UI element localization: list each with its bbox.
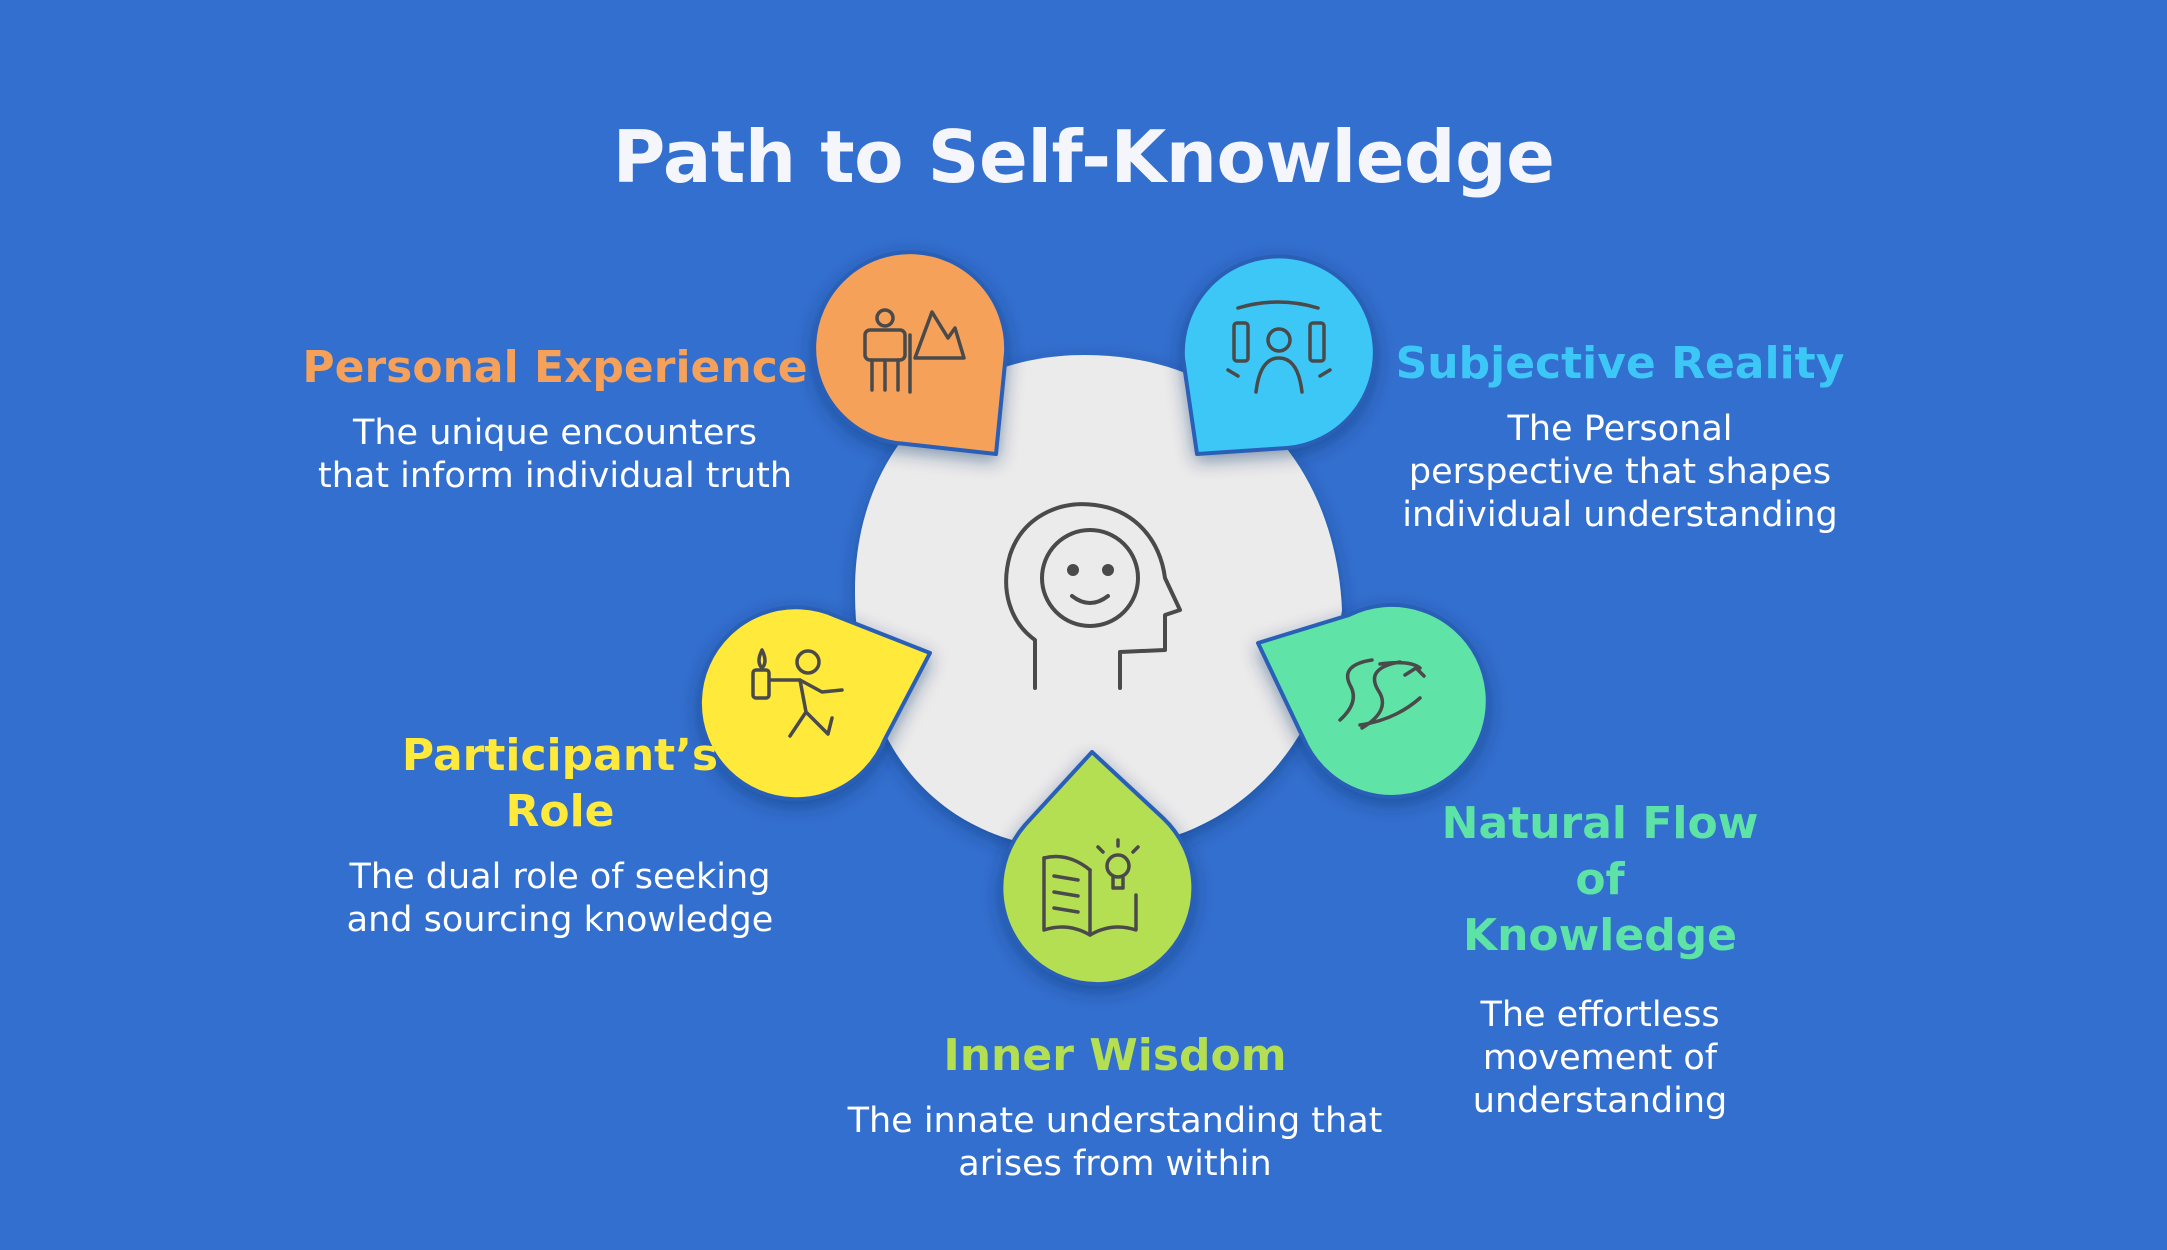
item-description: The dual role of seeking and sourcing kn… bbox=[300, 856, 820, 942]
item-description: The innate understanding that arises fro… bbox=[790, 1100, 1440, 1186]
desc-line: The Personal bbox=[1507, 409, 1733, 449]
item-label: Subjective Reality bbox=[1395, 338, 1845, 389]
desc-line: individual understanding bbox=[1402, 495, 1838, 535]
river-icon bbox=[1338, 658, 1426, 730]
page-title: Path to Self-Knowledge bbox=[612, 115, 1555, 199]
label-line: Role bbox=[505, 786, 615, 837]
label-line: Participant’s bbox=[401, 730, 719, 781]
label-line: Knowledge bbox=[1462, 910, 1738, 961]
desc-line: that inform individual truth bbox=[317, 456, 793, 496]
petal-natural-flow bbox=[1256, 603, 1490, 799]
petal-subjective-reality bbox=[1180, 254, 1377, 456]
person-vr-icon bbox=[1226, 300, 1332, 394]
head-smile-icon bbox=[1004, 502, 1182, 690]
item-description: The Personal perspective that shapes ind… bbox=[1370, 408, 1870, 537]
desc-line: The effortless bbox=[1480, 995, 1720, 1035]
hiker-mountain-icon bbox=[863, 308, 966, 394]
desc-line: The innate understanding that bbox=[847, 1101, 1383, 1141]
item-subjective-reality: Subjective Reality The Personal perspect… bbox=[1370, 336, 1870, 537]
item-label: Inner Wisdom bbox=[943, 1030, 1287, 1081]
desc-line: perspective that shapes bbox=[1408, 452, 1832, 492]
desc-line: movement of bbox=[1482, 1038, 1718, 1078]
desc-line: The unique encounters bbox=[353, 413, 757, 453]
item-natural-flow: Natural Flow of Knowledge The effortless… bbox=[1375, 796, 1825, 1123]
torch-runner-icon bbox=[751, 648, 844, 738]
desc-line: and sourcing knowledge bbox=[346, 900, 774, 940]
desc-line: The dual role of seeking bbox=[349, 857, 771, 897]
desc-line: arises from within bbox=[958, 1144, 1272, 1184]
item-description: The effortless movement of understanding bbox=[1375, 994, 1825, 1123]
petal-inner-wisdom bbox=[999, 750, 1196, 987]
item-description: The unique encounters that inform indivi… bbox=[295, 412, 815, 498]
item-participants-role: Participant’s Role The dual role of seek… bbox=[300, 728, 820, 942]
item-label: Personal Experience bbox=[302, 342, 808, 393]
petal-participants-role bbox=[697, 605, 932, 802]
desc-line: understanding bbox=[1472, 1081, 1728, 1121]
item-personal-experience: Personal Experience The unique encounter… bbox=[295, 340, 815, 498]
item-inner-wisdom: Inner Wisdom The innate understanding th… bbox=[790, 1028, 1440, 1186]
book-lightbulb-icon bbox=[1042, 838, 1140, 937]
item-label: Natural Flow of Knowledge bbox=[1410, 796, 1790, 964]
label-line: Natural Flow of bbox=[1441, 798, 1759, 905]
item-label: Participant’s Role bbox=[330, 728, 790, 840]
